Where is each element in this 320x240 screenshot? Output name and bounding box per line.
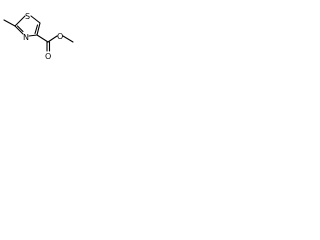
atom-label-nitrogen: N (23, 33, 29, 42)
atom-label-ester-oxygen: O (57, 32, 63, 41)
bond-c4-n (28, 34, 38, 37)
atom-label-carbonyl-oxygen: O (45, 52, 51, 61)
bond-n-c2-inner (16, 25, 24, 33)
bond-c4-carbonyl (36, 34, 49, 43)
chemical-structure: S N O O (3, 12, 74, 61)
bonds (3, 15, 74, 52)
bond-n-c2 (14, 25, 24, 35)
bond-ester-o-methyl (62, 35, 74, 43)
atom-label-sulfur: S (25, 12, 30, 21)
bond-c5-c4 (36, 22, 41, 36)
bond-c2-s (14, 15, 26, 27)
bond-carbonyl-ester-o (47, 35, 58, 43)
bond-s-c5 (30, 15, 41, 24)
bond-c5-c4-inner (34, 24, 39, 35)
bond-methyl-c2 (3, 19, 16, 27)
atom-labels: S N O O (23, 12, 63, 61)
